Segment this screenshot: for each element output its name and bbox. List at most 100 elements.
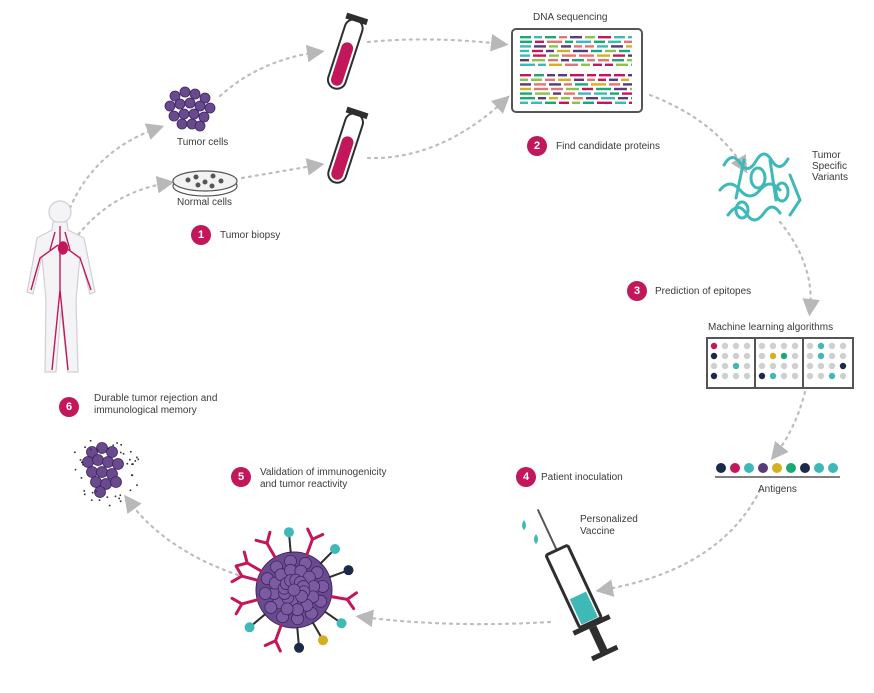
ml-grid-dot <box>758 342 766 350</box>
ml-grid-dot <box>817 342 825 350</box>
arrow-normal-to-tube <box>240 158 325 180</box>
dying-tumor-cell <box>96 466 108 478</box>
dna-sequence-bar <box>520 49 529 53</box>
cell-debris <box>137 458 140 461</box>
cell-debris <box>82 463 84 466</box>
dna-sequence-bar <box>626 45 632 48</box>
ml-grid-dot <box>839 352 847 360</box>
dna-sequence-bar <box>631 63 632 66</box>
cell-debris <box>84 446 86 448</box>
dna-sequence-bar <box>578 92 591 95</box>
ml-grid-dot <box>828 372 836 380</box>
dying-tumor-cell <box>90 476 102 488</box>
cell-debris <box>97 448 99 451</box>
dna-sequence-bar <box>616 63 628 66</box>
dna-sequence-bar <box>627 59 632 62</box>
ml-grid-dot <box>710 362 718 370</box>
cell-debris <box>131 463 133 466</box>
ml-grid-dot <box>791 362 799 370</box>
antigen-dot <box>716 463 726 473</box>
cell-debris <box>90 448 92 451</box>
antigen-stem <box>312 621 322 638</box>
dna-sequence-bar <box>566 87 579 91</box>
cell-debris <box>129 458 131 461</box>
cell-debris <box>106 496 109 498</box>
dna-sequence-bar <box>561 59 569 62</box>
ml-grid-dot <box>758 372 766 380</box>
human-body-figure <box>26 200 96 373</box>
ml-grid-dot <box>817 362 825 370</box>
dna-sequence-bar <box>609 78 618 81</box>
tumor-cell <box>287 583 301 597</box>
antibody-arm <box>242 550 249 565</box>
dna-sequence-bar <box>531 101 542 104</box>
dna-sequence-bar <box>631 97 632 100</box>
label-personalized-vaccine: Personalized Vaccine <box>580 514 638 537</box>
dna-sequence-bar <box>531 78 542 81</box>
dna-sequence-bar <box>629 101 632 104</box>
dna-sequence-bar <box>534 83 546 86</box>
ml-grid-dot <box>721 342 729 350</box>
cell-debris <box>120 443 122 446</box>
antigen-stem <box>328 570 346 579</box>
tumor-cells-cluster <box>164 86 216 132</box>
antigen-dot <box>828 463 838 473</box>
cell-debris <box>112 444 115 447</box>
dna-sequence-bar <box>576 40 591 43</box>
dna-sequence-bar <box>596 87 611 91</box>
dna-sequence-bar <box>597 45 608 48</box>
antigen-dot <box>730 463 740 473</box>
dna-sequence-bar <box>549 97 558 100</box>
dna-sequence-bar <box>628 74 632 77</box>
dna-sequence-bar <box>547 74 555 77</box>
dna-sequencing-screen <box>511 28 643 113</box>
arrow-protein-to-ml <box>778 220 820 317</box>
ml-grid-dot <box>780 342 788 350</box>
antigen-dot <box>772 463 782 473</box>
dying-tumor-cell <box>96 442 108 454</box>
arrow-tube1-to-dna <box>366 34 509 52</box>
ml-grid-dot <box>780 362 788 370</box>
dna-sequence-bar <box>534 74 544 77</box>
cell-debris <box>95 490 97 493</box>
dna-sequence-bar <box>520 36 531 39</box>
dna-sequence-bar <box>535 92 550 95</box>
antigen-dot <box>786 463 796 473</box>
antibody-arm <box>310 532 325 541</box>
ml-grid-dot <box>769 352 777 360</box>
ml-grid-dot <box>721 372 729 380</box>
dna-sequence-bar <box>538 97 546 100</box>
dna-sequence-bar <box>520 83 531 86</box>
antibody-stem <box>245 561 263 573</box>
ml-grid-dot <box>839 342 847 350</box>
cell-debris <box>119 451 122 454</box>
dna-sequence-bar <box>565 63 578 66</box>
cell-debris <box>74 468 77 471</box>
ml-grid-dot <box>817 352 825 360</box>
ml-grid-dot <box>828 362 836 370</box>
dna-sequence-bar <box>564 92 575 95</box>
dna-sequence-bar <box>559 101 569 104</box>
vaccine-droplets <box>522 520 538 544</box>
dna-sequence-bar <box>587 78 595 81</box>
ml-grid-dot <box>743 372 751 380</box>
dna-sequence-bar <box>614 74 625 77</box>
dna-sequence-bar <box>570 74 584 77</box>
dna-sequence-bar <box>628 36 632 39</box>
dying-tumor-cell <box>106 446 118 458</box>
dna-sequence-bar <box>609 83 620 86</box>
dna-sequence-bar <box>597 101 612 104</box>
antigen-dot <box>800 463 810 473</box>
tumor-with-antibodies <box>230 527 358 653</box>
dna-sequence-bar <box>591 83 606 86</box>
ml-grid-dot <box>721 362 729 370</box>
antigen-dot <box>758 463 768 473</box>
cell-debris <box>131 474 134 477</box>
dna-sequence-bar <box>520 97 535 100</box>
dna-sequence-bar <box>565 40 573 43</box>
antigen-stem <box>296 626 300 645</box>
dna-sequence-bar <box>587 74 596 77</box>
step-5-text: Validation of immunogenicity and tumor r… <box>260 467 387 490</box>
presented-antigen <box>343 565 354 576</box>
antibody-arm <box>263 639 278 648</box>
